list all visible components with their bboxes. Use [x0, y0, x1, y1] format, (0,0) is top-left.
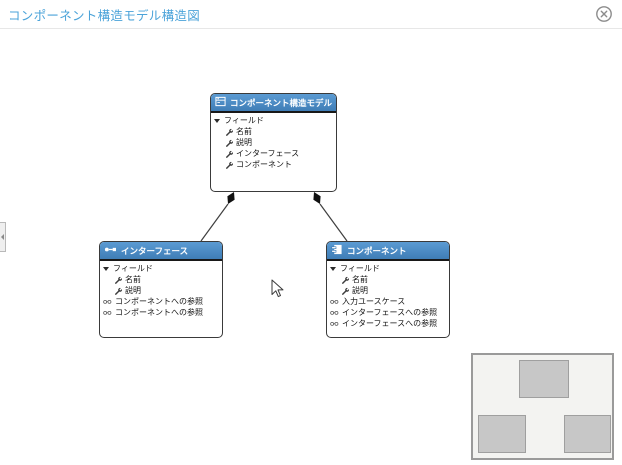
- node-body: フィールド 名前 説明 コンポーネントへの参照 コンポーネントへの参照: [100, 261, 222, 318]
- field-row[interactable]: コンポーネント: [224, 159, 333, 170]
- node-header[interactable]: インターフェース: [100, 242, 222, 261]
- field-row[interactable]: インターフェースへの参照: [330, 307, 446, 318]
- field-row[interactable]: コンポーネントへの参照: [103, 307, 219, 318]
- field-label: コンポーネントへの参照: [115, 297, 203, 306]
- node-body: フィールド 名前 説明 インターフェース コンポーネント: [211, 113, 336, 170]
- page-title: コンポーネント構造モデル構造図: [8, 9, 201, 23]
- field-row[interactable]: 名前: [113, 274, 219, 285]
- node-body: フィールド 名前 説明 入力ユースケース インターフェースへの参照 インターフェ…: [327, 261, 449, 329]
- wrench-icon: [224, 139, 233, 147]
- panel-collapse-handle[interactable]: [0, 222, 6, 252]
- wrench-icon: [224, 150, 233, 158]
- composition-edge-to-interface: [200, 192, 235, 242]
- glasses-icon: [103, 309, 112, 316]
- field-label: 入力ユースケース: [342, 297, 406, 306]
- node-title: コンポーネント: [347, 245, 407, 256]
- expander-triangle-icon[interactable]: [330, 266, 336, 271]
- field-label: 名前: [352, 275, 368, 284]
- field-label: 名前: [125, 275, 141, 284]
- field-label: インターフェース: [236, 149, 300, 158]
- wrench-icon: [113, 287, 122, 295]
- field-row[interactable]: 説明: [224, 137, 333, 148]
- field-row[interactable]: フィールド: [103, 263, 219, 274]
- chevron-left-icon: [1, 234, 4, 240]
- node-header[interactable]: コンポーネント構造モデル: [211, 94, 336, 113]
- node-component-structure-model[interactable]: コンポーネント構造モデル フィールド 名前 説明 インターフェース コンポーネン…: [210, 93, 337, 192]
- field-row[interactable]: 入力ユースケース: [330, 296, 446, 307]
- field-label: インターフェースへの参照: [342, 319, 438, 328]
- field-label: 説明: [125, 286, 141, 295]
- glasses-icon: [330, 298, 339, 305]
- wrench-icon: [340, 287, 349, 295]
- field-row[interactable]: インターフェース: [224, 148, 333, 159]
- field-label: 説明: [352, 286, 368, 295]
- field-label: 説明: [236, 138, 252, 147]
- field-row[interactable]: 名前: [224, 126, 333, 137]
- glasses-icon: [330, 309, 339, 316]
- field-label: インターフェースへの参照: [342, 308, 438, 317]
- field-row[interactable]: 名前: [340, 274, 446, 285]
- node-title: インターフェース: [121, 245, 189, 256]
- minimap-node: [564, 415, 611, 453]
- wrench-icon: [224, 128, 233, 136]
- wrench-icon: [340, 276, 349, 284]
- field-label: コンポーネントへの参照: [115, 308, 203, 317]
- component-icon: [331, 244, 343, 257]
- field-label: 名前: [236, 127, 252, 136]
- field-label: フィールド: [340, 264, 380, 273]
- wrench-icon: [224, 161, 233, 169]
- glasses-icon: [330, 320, 339, 327]
- field-row[interactable]: フィールド: [330, 263, 446, 274]
- field-row[interactable]: 説明: [113, 285, 219, 296]
- mouse-cursor-icon: [271, 279, 286, 304]
- field-row[interactable]: フィールド: [214, 115, 333, 126]
- wrench-icon: [113, 276, 122, 284]
- class-icon: [215, 96, 226, 109]
- title-divider: [0, 28, 622, 29]
- minimap[interactable]: [471, 353, 614, 460]
- expander-triangle-icon[interactable]: [214, 118, 220, 123]
- field-row[interactable]: 説明: [340, 285, 446, 296]
- composition-edge-to-component: [313, 192, 348, 242]
- composition-diamond-icon: [227, 192, 235, 204]
- node-component[interactable]: コンポーネント フィールド 名前 説明 入力ユースケース インターフェースへの参…: [326, 241, 450, 338]
- interface-icon: [104, 244, 117, 257]
- node-header[interactable]: コンポーネント: [327, 242, 449, 261]
- minimap-node: [519, 360, 569, 398]
- composition-diamond-icon: [313, 192, 321, 204]
- expander-triangle-icon[interactable]: [103, 266, 109, 271]
- glasses-icon: [103, 298, 112, 305]
- node-interface[interactable]: インターフェース フィールド 名前 説明 コンポーネントへの参照 コンポーネント…: [99, 241, 223, 338]
- field-label: フィールド: [113, 264, 153, 273]
- minimap-node: [478, 415, 526, 453]
- node-title: コンポーネント構造モデル: [230, 97, 333, 108]
- close-icon[interactable]: [595, 5, 613, 23]
- field-row[interactable]: インターフェースへの参照: [330, 318, 446, 329]
- field-label: コンポーネント: [236, 160, 292, 169]
- field-row[interactable]: コンポーネントへの参照: [103, 296, 219, 307]
- field-label: フィールド: [224, 116, 264, 125]
